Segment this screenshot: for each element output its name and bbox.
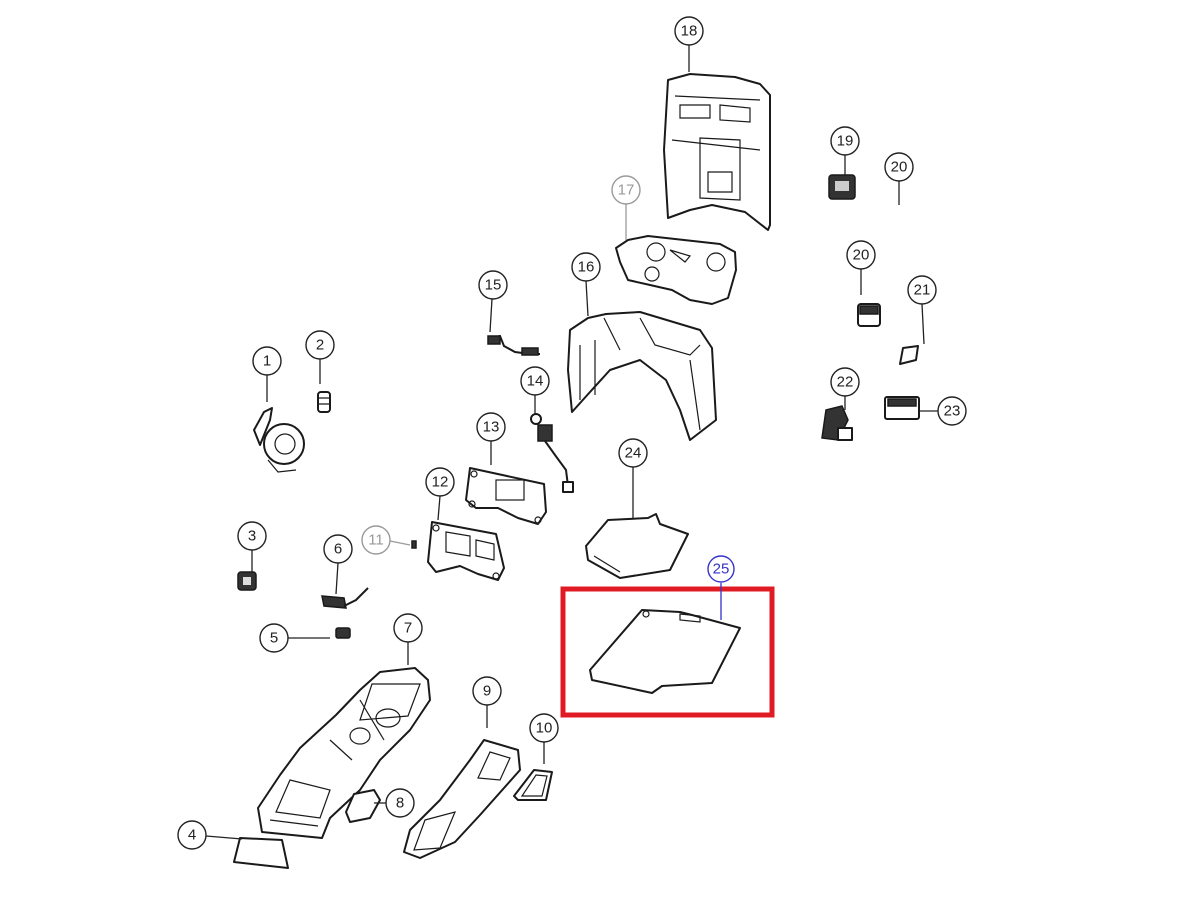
svg-text:5: 5	[270, 630, 278, 647]
callout-4[interactable]: 4	[177, 820, 243, 850]
svg-text:24: 24	[625, 445, 642, 462]
callout-11[interactable]: 11	[361, 525, 411, 555]
part-13-bezel[interactable]	[465, 467, 547, 525]
callout-15[interactable]: 15	[478, 270, 508, 333]
callout-18[interactable]: 18	[674, 16, 704, 72]
svg-text:17: 17	[618, 182, 635, 199]
callout-5[interactable]: 5	[259, 623, 330, 653]
selected-part-highlight	[560, 586, 775, 718]
callout-23[interactable]: 23	[918, 396, 967, 426]
callout-22[interactable]: 22	[830, 367, 860, 410]
callout-17[interactable]: 17	[611, 175, 641, 240]
part-11-screw[interactable]	[411, 540, 417, 549]
part-12-switch-bracket[interactable]	[427, 521, 505, 581]
part-6-switch[interactable]	[321, 587, 369, 609]
svg-text:7: 7	[404, 620, 412, 637]
part-17-cupholder[interactable]	[615, 235, 737, 305]
svg-text:18: 18	[681, 23, 698, 40]
part-9-shifter-bezel[interactable]	[403, 739, 521, 859]
callout-1[interactable]: 1	[252, 346, 282, 402]
svg-text:21: 21	[914, 282, 931, 299]
part-24-mat[interactable]	[585, 513, 689, 579]
part-21-clip[interactable]	[899, 345, 919, 365]
callout-13[interactable]: 13	[476, 412, 506, 465]
svg-text:23: 23	[944, 403, 961, 420]
svg-text:20: 20	[891, 159, 908, 176]
part-19-switch[interactable]	[828, 174, 856, 200]
svg-text:6: 6	[334, 541, 342, 558]
callout-20a[interactable]: 20	[884, 152, 914, 205]
part-22-switch-pack[interactable]	[821, 405, 853, 441]
part-10-gasket[interactable]	[513, 769, 553, 801]
svg-text:11: 11	[368, 532, 384, 549]
callout-25[interactable]: 25	[707, 555, 735, 620]
part-3-button[interactable]	[237, 571, 257, 591]
callout-9[interactable]: 9	[472, 676, 502, 728]
svg-text:1: 1	[263, 353, 271, 370]
part-7-console-shell[interactable]	[257, 667, 431, 839]
part-1-outlet[interactable]	[253, 407, 305, 473]
part-8-trim[interactable]	[345, 789, 381, 823]
svg-text:19: 19	[837, 133, 854, 150]
svg-text:2: 2	[316, 337, 324, 354]
callout-12[interactable]: 12	[425, 467, 455, 521]
callout-10[interactable]: 10	[529, 713, 559, 764]
part-25-mat[interactable]	[589, 609, 741, 694]
svg-text:13: 13	[483, 419, 500, 436]
svg-text:25: 25	[713, 561, 730, 578]
part-5-clip[interactable]	[335, 627, 351, 639]
part-2-plug[interactable]	[317, 391, 331, 413]
callout-24[interactable]: 24	[618, 438, 648, 518]
svg-text:8: 8	[396, 795, 404, 812]
svg-text:14: 14	[527, 373, 544, 390]
part-20-switch[interactable]	[857, 303, 881, 327]
svg-text:20: 20	[853, 247, 870, 264]
callout-21[interactable]: 21	[907, 275, 937, 345]
svg-text:22: 22	[837, 374, 854, 391]
callout-2[interactable]: 2	[305, 330, 335, 384]
part-14-cable[interactable]	[530, 413, 574, 493]
callout-14[interactable]: 14	[520, 366, 550, 414]
svg-text:3: 3	[248, 528, 256, 545]
part-16-console-base[interactable]	[567, 311, 717, 441]
svg-text:12: 12	[432, 474, 449, 491]
part-23-bezel[interactable]	[884, 396, 920, 420]
svg-text:15: 15	[485, 277, 502, 294]
callout-7[interactable]: 7	[393, 613, 423, 665]
svg-text:9: 9	[483, 683, 491, 700]
svg-text:16: 16	[578, 259, 595, 276]
callout-16[interactable]: 16	[571, 252, 601, 317]
part-4-insert[interactable]	[233, 837, 289, 869]
svg-text:4: 4	[188, 827, 196, 844]
callout-3[interactable]: 3	[237, 521, 267, 572]
callout-6[interactable]: 6	[323, 534, 353, 595]
callout-20b[interactable]: 20	[846, 240, 876, 295]
svg-text:10: 10	[536, 720, 553, 737]
part-18-rear-panel[interactable]	[663, 73, 771, 231]
callout-8[interactable]: 8	[374, 788, 415, 818]
part-15-harness[interactable]	[487, 334, 540, 356]
callout-19[interactable]: 19	[830, 126, 860, 176]
